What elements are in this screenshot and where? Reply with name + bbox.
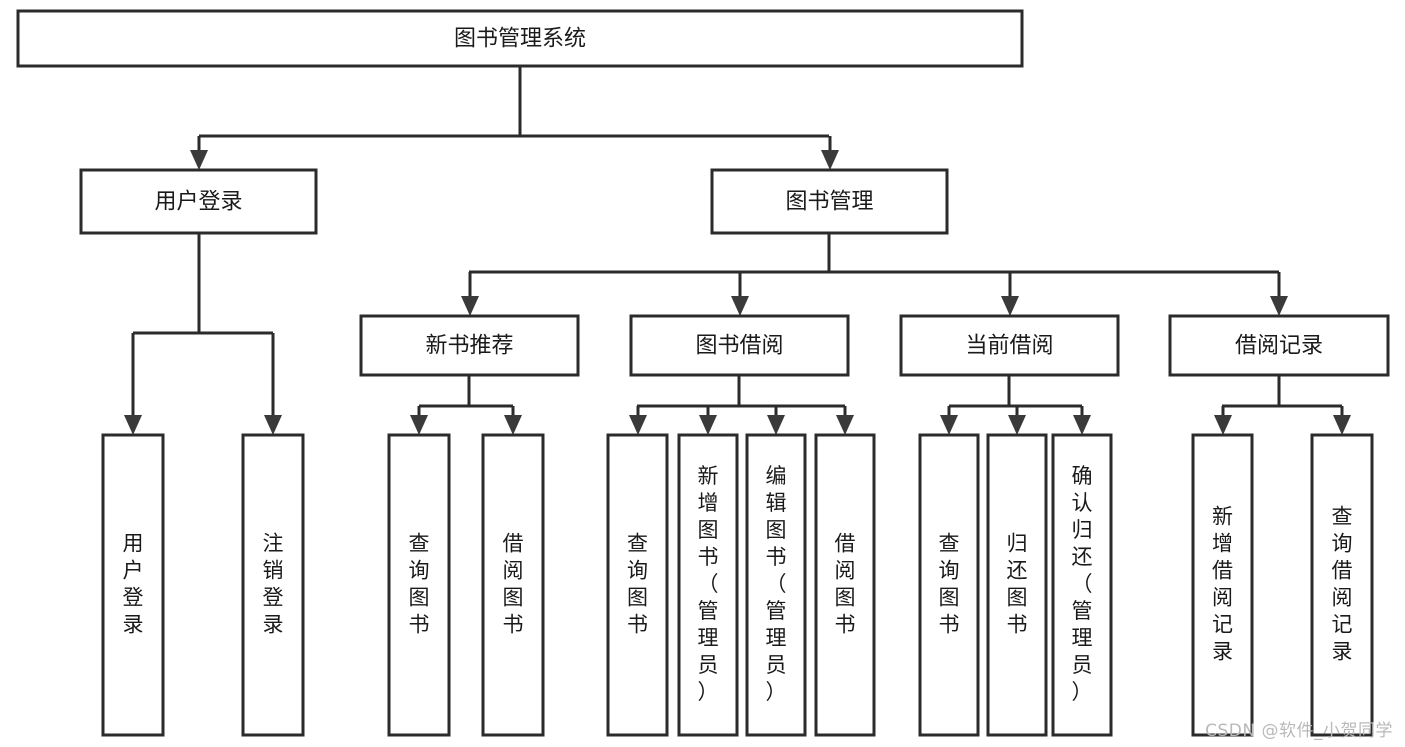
connector-group-book-manage [461, 233, 1288, 316]
node-label: 图书管理系统 [454, 27, 586, 52]
node-leaf-edit-book[interactable]: 编辑图书（管理员） [745, 433, 807, 737]
node-box[interactable] [1310, 433, 1374, 737]
node-box[interactable] [1191, 433, 1254, 737]
node-borrow-record[interactable]: 借阅记录 [1168, 314, 1390, 377]
arrow-head-icon [461, 296, 479, 316]
node-box[interactable] [710, 168, 949, 235]
node-box[interactable] [1168, 314, 1390, 377]
node-box[interactable] [629, 314, 850, 377]
node-label: 借阅图书 [835, 532, 856, 637]
node-label: 查询借阅记录 [1332, 505, 1353, 664]
node-box[interactable] [814, 433, 876, 737]
node-leaf-user-login[interactable]: 用户登录 [101, 433, 165, 737]
node-box[interactable] [1051, 433, 1113, 737]
node-leaf-return-book[interactable]: 归还图书 [986, 433, 1048, 737]
node-leaf-add-book[interactable]: 新增图书（管理员） [677, 433, 739, 737]
arrow-head-icon [699, 415, 717, 435]
node-label: 新增图书（管理员） [698, 464, 719, 704]
node-box[interactable] [387, 433, 451, 737]
arrow-head-icon [1073, 415, 1091, 435]
node-box[interactable] [79, 168, 318, 235]
node-book-manage[interactable]: 图书管理 [710, 168, 949, 235]
node-label: 新书推荐 [425, 334, 513, 359]
node-box[interactable] [606, 433, 669, 737]
node-leaf-query-book-1[interactable]: 查询图书 [387, 433, 451, 737]
node-leaf-logout[interactable]: 注销登录 [241, 433, 305, 737]
node-leaf-query-book-2[interactable]: 查询图书 [606, 433, 669, 737]
arrow-head-icon [731, 296, 749, 316]
arrow-head-icon [1333, 415, 1351, 435]
node-label: 图书借阅 [695, 334, 783, 359]
node-label: 借阅图书 [503, 532, 524, 637]
arrow-head-icon [1001, 296, 1019, 316]
connector-group-book-borrow [629, 375, 854, 435]
connector-group-current-borrow [940, 375, 1091, 435]
node-box[interactable] [359, 314, 580, 377]
arrow-head-icon [1270, 296, 1288, 316]
nodes-layer: 图书管理系统用户登录图书管理新书推荐图书借阅当前借阅借阅记录用户登录注销登录查询… [16, 9, 1390, 737]
arrow-head-icon [1008, 415, 1026, 435]
arrow-head-icon [629, 415, 647, 435]
arrow-head-icon [821, 150, 839, 170]
arrow-head-icon [940, 415, 958, 435]
node-box[interactable] [481, 433, 545, 737]
node-leaf-confirm-return[interactable]: 确认归还（管理员） [1051, 433, 1113, 737]
node-label: 新增借阅记录 [1212, 505, 1233, 664]
node-label: 借阅记录 [1235, 334, 1323, 359]
node-leaf-add-record[interactable]: 新增借阅记录 [1191, 433, 1254, 737]
node-box[interactable] [241, 433, 305, 737]
node-box[interactable] [677, 433, 739, 737]
node-label: 注销登录 [263, 532, 284, 637]
connector-group-new-book-rec [410, 375, 522, 435]
node-box[interactable] [101, 433, 165, 737]
arrow-head-icon [504, 415, 522, 435]
connector-group-root [190, 66, 839, 170]
node-leaf-query-book-3[interactable]: 查询图书 [918, 433, 980, 737]
node-box[interactable] [745, 433, 807, 737]
connector-group-borrow-record [1214, 375, 1351, 435]
node-box[interactable] [918, 433, 980, 737]
node-label: 查询图书 [627, 532, 648, 637]
node-label: 图书管理 [785, 190, 873, 215]
node-book-borrow[interactable]: 图书借阅 [629, 314, 850, 377]
node-label: 查询图书 [409, 532, 430, 637]
node-box[interactable] [16, 9, 1024, 68]
arrow-head-icon [190, 150, 208, 170]
watermark-label: CSDN @软件_小贺同学 [1205, 721, 1393, 741]
node-label: 用户登录 [154, 190, 242, 215]
arrow-head-icon [124, 415, 142, 435]
node-label: 当前借阅 [965, 334, 1053, 359]
node-box[interactable] [899, 314, 1120, 377]
connector-group-user-login [124, 233, 282, 435]
node-root[interactable]: 图书管理系统 [16, 9, 1024, 68]
node-leaf-query-record[interactable]: 查询借阅记录 [1310, 433, 1374, 737]
arrow-head-icon [836, 415, 854, 435]
arrow-head-icon [1214, 415, 1232, 435]
node-box[interactable] [986, 433, 1048, 737]
node-new-book-rec[interactable]: 新书推荐 [359, 314, 580, 377]
arrow-head-icon [410, 415, 428, 435]
node-label: 用户登录 [123, 532, 144, 637]
node-current-borrow[interactable]: 当前借阅 [899, 314, 1120, 377]
arrow-head-icon [264, 415, 282, 435]
node-label: 归还图书 [1007, 532, 1028, 637]
node-leaf-borrow-book-2[interactable]: 借阅图书 [814, 433, 876, 737]
node-leaf-borrow-book-1[interactable]: 借阅图书 [481, 433, 545, 737]
node-label: 确认归还（管理员） [1072, 464, 1093, 704]
arrow-head-icon [767, 415, 785, 435]
node-label: 查询图书 [939, 532, 960, 637]
node-label: 编辑图书（管理员） [766, 464, 787, 704]
connectors-layer [124, 66, 1351, 435]
node-user-login[interactable]: 用户登录 [79, 168, 318, 235]
